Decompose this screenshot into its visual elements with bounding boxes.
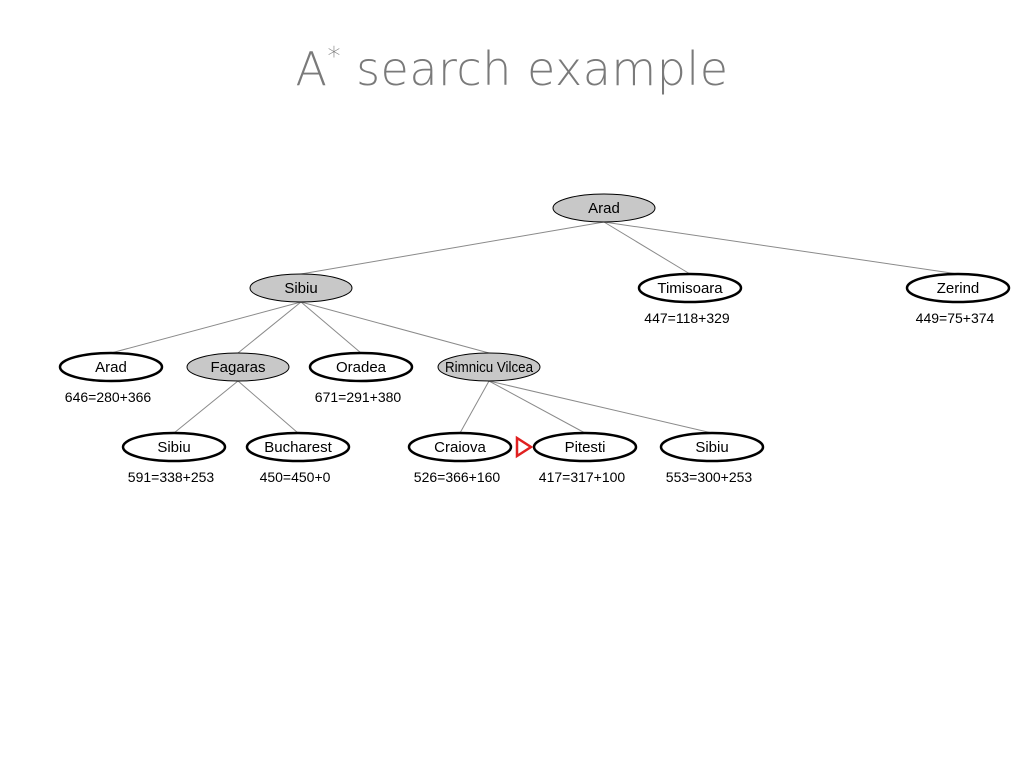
edge-fagaras-bucharest — [237, 380, 299, 434]
node-cost: 591=338+253 — [128, 469, 215, 485]
edge-sibiu-fagaras — [237, 301, 302, 354]
node-label: Sibiu — [157, 439, 190, 456]
node-cost: 526=366+160 — [414, 469, 501, 485]
tree-node-craiova[interactable]: Craiova 526=366+160 — [407, 431, 513, 485]
tree-node-arad-2[interactable]: Arad 646=280+366 — [58, 351, 164, 405]
node-oval — [186, 352, 290, 382]
tree-node-timisoara[interactable]: Timisoara 447=118+329 — [637, 272, 743, 326]
node-oval — [249, 273, 353, 303]
node-label: Fagaras — [210, 359, 265, 376]
tree-node-sibiu[interactable]: Sibiu — [249, 273, 353, 303]
node-oval — [637, 272, 743, 304]
marker-layer — [515, 435, 534, 459]
tree-node-bucharest[interactable]: Bucharest 450=450+0 — [245, 431, 351, 485]
node-oval — [308, 351, 414, 383]
node-label: Sibiu — [695, 439, 728, 456]
node-label: Craiova — [434, 439, 486, 456]
selection-marker-icon — [515, 435, 534, 459]
node-label: Timisoara — [657, 280, 723, 297]
title-main: A — [295, 42, 328, 96]
edge-sibiu-oradea — [300, 301, 362, 354]
tree-node-oradea[interactable]: Oradea 671=291+380 — [308, 351, 414, 405]
tree-node-zerind[interactable]: Zerind 449=75+374 — [905, 272, 1011, 326]
title-asterisk: * — [327, 41, 341, 72]
node-label: Oradea — [336, 359, 387, 376]
title-rest: search example — [340, 42, 729, 96]
edge-rimnicu-vilcea-sibiu-3 — [488, 380, 713, 434]
node-cost: 646=280+366 — [65, 389, 152, 405]
edge-rimnicu-vilcea-craiova — [459, 380, 490, 434]
edge-arad-root-timisoara — [603, 221, 691, 275]
node-oval — [407, 431, 513, 463]
tree-node-sibiu-3[interactable]: Sibiu 553=300+253 — [659, 431, 765, 485]
node-oval — [58, 351, 164, 383]
tree-node-pitesti[interactable]: Pitesti 417=317+100 — [532, 431, 638, 485]
tree-node-fagaras[interactable]: Fagaras — [186, 352, 290, 382]
node-label: Bucharest — [264, 439, 332, 456]
node-oval — [552, 193, 656, 223]
node-oval — [532, 431, 638, 463]
edge-sibiu-rimnicu-vilcea — [300, 301, 490, 354]
node-label: Zerind — [937, 280, 980, 297]
edges-layer — [110, 221, 959, 434]
edge-arad-root-zerind — [603, 221, 959, 275]
node-oval — [659, 431, 765, 463]
node-cost: 447=118+329 — [644, 310, 730, 326]
node-oval — [245, 431, 351, 463]
node-oval — [121, 431, 227, 463]
edge-sibiu-arad-2 — [110, 301, 302, 354]
edge-arad-root-sibiu — [300, 221, 605, 275]
tree-node-arad-root[interactable]: Arad — [552, 193, 656, 223]
node-oval — [437, 352, 541, 382]
node-label: Rimnicu Vilcea — [445, 359, 534, 376]
node-label: Sibiu — [284, 280, 317, 297]
node-cost: 450=450+0 — [260, 469, 331, 485]
edge-rimnicu-vilcea-pitesti — [488, 380, 586, 434]
node-cost: 553=300+253 — [666, 469, 753, 485]
slide-title: A* search example — [0, 42, 1024, 96]
tree-node-sibiu-2[interactable]: Sibiu 591=338+253 — [121, 431, 227, 485]
node-cost: 449=75+374 — [916, 310, 995, 326]
node-label: Arad — [95, 359, 127, 376]
node-label: Pitesti — [565, 439, 606, 456]
tree-node-rimnicu-vilcea[interactable]: Rimnicu Vilcea — [437, 352, 541, 382]
edge-fagaras-sibiu-2 — [173, 380, 239, 434]
node-label: Arad — [588, 200, 620, 217]
node-oval — [905, 272, 1011, 304]
node-cost: 671=291+380 — [315, 389, 402, 405]
node-cost: 417=317+100 — [539, 469, 626, 485]
